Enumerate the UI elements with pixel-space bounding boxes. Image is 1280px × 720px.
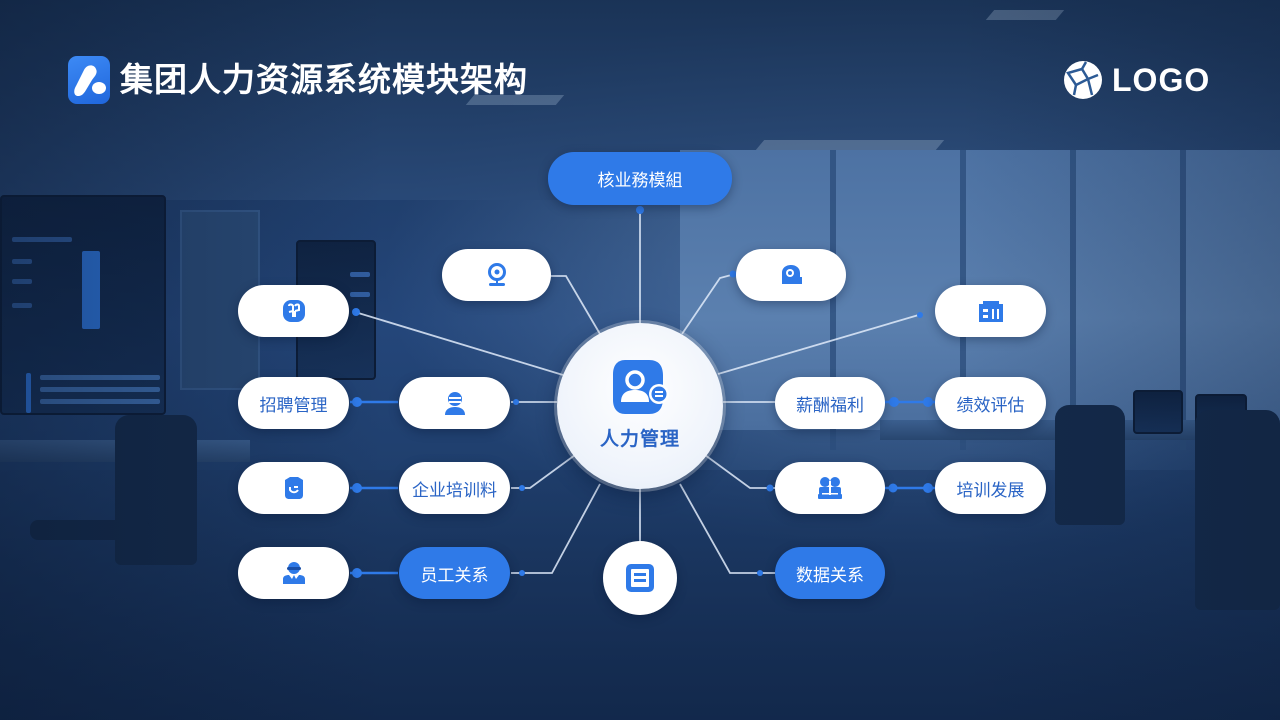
webcam-node[interactable] bbox=[442, 249, 551, 301]
window-mullion bbox=[1180, 150, 1186, 450]
badge-icon bbox=[284, 477, 303, 499]
building-node[interactable] bbox=[935, 285, 1046, 337]
team-icon bbox=[818, 477, 842, 499]
node-label: 培训发展 bbox=[956, 480, 1025, 501]
training-development-node[interactable]: 培训发展 bbox=[935, 462, 1046, 514]
brain-icon bbox=[282, 300, 305, 322]
app-logo-icon bbox=[68, 56, 110, 104]
node-label: 数据关系 bbox=[796, 565, 864, 586]
building-icon bbox=[978, 301, 1003, 322]
dashboard-monitor bbox=[0, 195, 166, 415]
support-agent-node[interactable] bbox=[399, 377, 510, 429]
page-title: 集团人力资源系统模块架构 bbox=[120, 60, 528, 99]
support-agent-icon bbox=[444, 392, 465, 415]
team-node[interactable] bbox=[775, 462, 885, 514]
camera-node[interactable] bbox=[736, 249, 846, 301]
webcam-icon bbox=[487, 263, 506, 286]
node-label: 员工关系 bbox=[420, 565, 489, 586]
recruitment-node[interactable]: 招聘管理 bbox=[238, 377, 349, 429]
hr-management-hub[interactable]: 人力管理 bbox=[557, 323, 723, 489]
security-user-node[interactable] bbox=[238, 547, 349, 599]
office-chair bbox=[1195, 410, 1280, 610]
camera-icon bbox=[782, 265, 802, 284]
salary-benefits-node[interactable]: 薪酬福利 bbox=[775, 377, 885, 429]
node-label: 招聘管理 bbox=[259, 395, 328, 416]
hub-label: 人力管理 bbox=[599, 427, 680, 450]
office-chair bbox=[1055, 405, 1125, 525]
enterprise-training-node[interactable]: 企业培训料 bbox=[399, 462, 510, 514]
sphere-logo-icon bbox=[1064, 61, 1102, 99]
brain-node[interactable] bbox=[238, 285, 349, 337]
user-profile-icon bbox=[611, 358, 669, 416]
node-label: 核业務模組 bbox=[597, 171, 683, 191]
security-user-icon bbox=[282, 562, 305, 584]
window-mullion bbox=[1070, 150, 1076, 450]
office-chair-seat bbox=[30, 520, 150, 540]
window-mullion bbox=[830, 150, 836, 450]
brand-text: LOGO bbox=[1112, 61, 1211, 98]
performance-node[interactable]: 绩效评估 bbox=[935, 377, 1046, 429]
node-label: 企业培训料 bbox=[412, 480, 497, 501]
desk-monitor bbox=[1133, 390, 1183, 434]
document-list-node[interactable] bbox=[603, 541, 677, 615]
data-relations-node[interactable]: 数据关系 bbox=[775, 547, 885, 599]
brand-logo: LOGO bbox=[1062, 58, 1210, 102]
core-business-module-node[interactable]: 核业務模組 bbox=[548, 152, 732, 205]
office-chair bbox=[115, 415, 197, 565]
badge-node[interactable] bbox=[238, 462, 349, 514]
node-label: 薪酬福利 bbox=[796, 395, 864, 416]
document-list-icon bbox=[626, 564, 654, 592]
node-label: 绩效评估 bbox=[956, 395, 1025, 416]
employee-relations-node[interactable]: 员工关系 bbox=[399, 547, 510, 599]
